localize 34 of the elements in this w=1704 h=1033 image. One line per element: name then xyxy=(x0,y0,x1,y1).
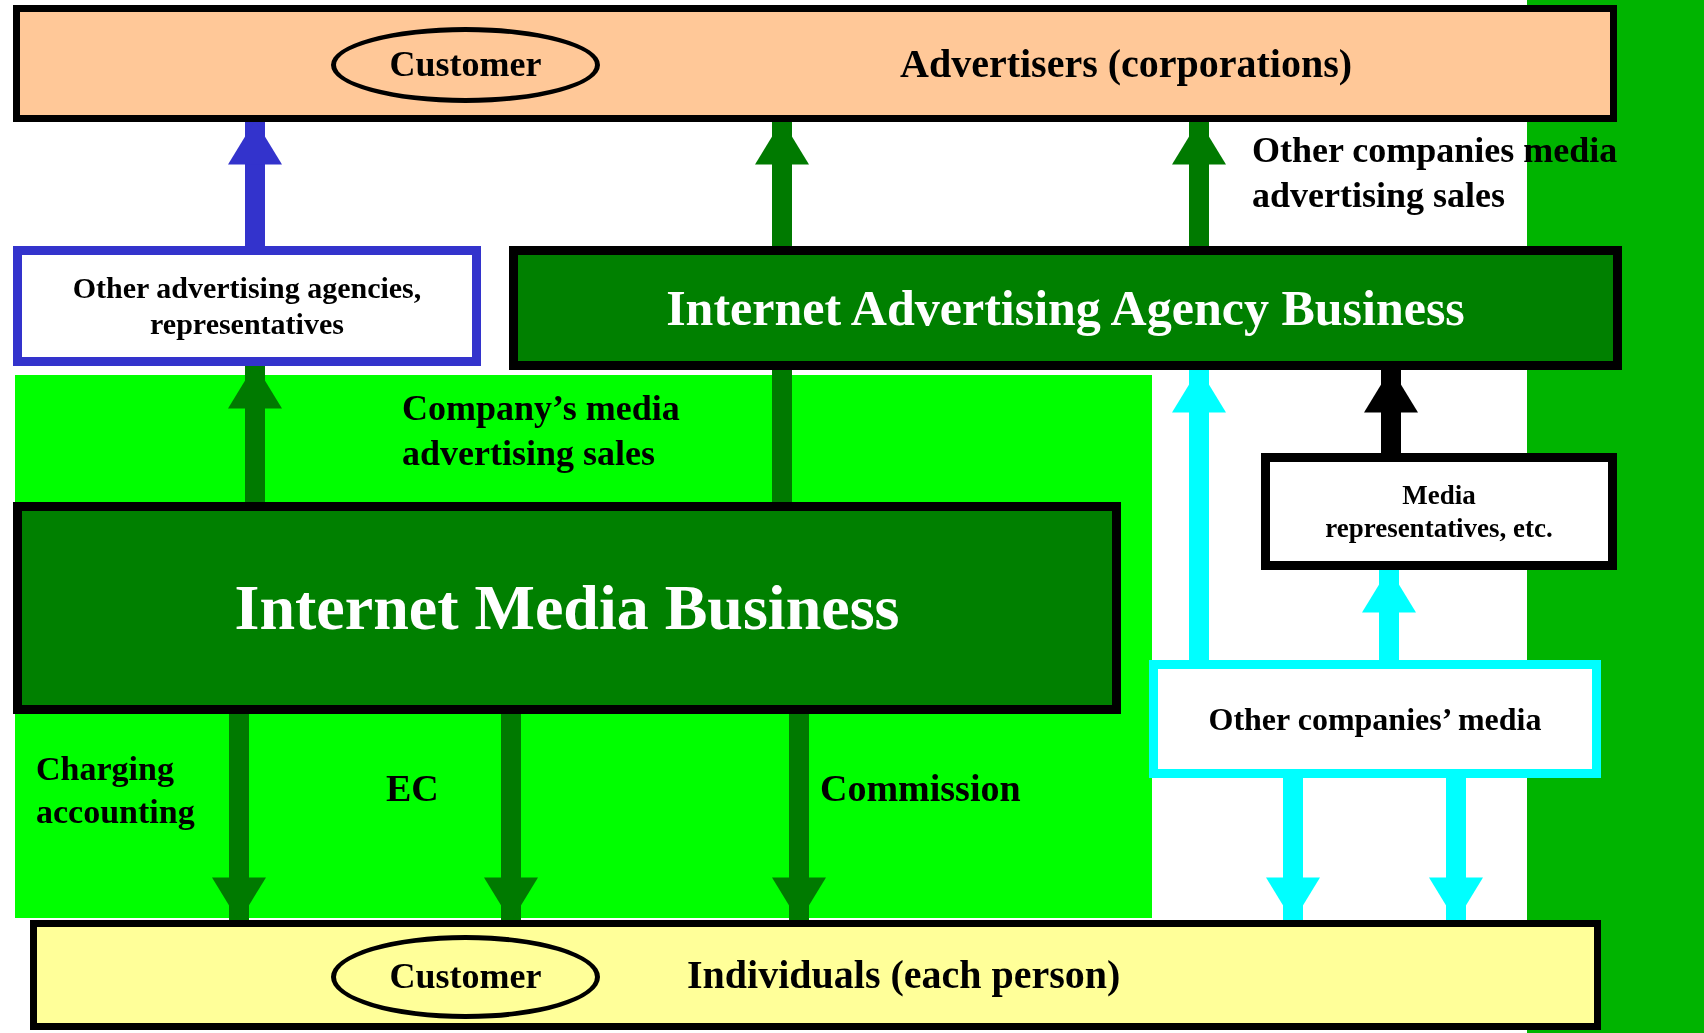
arrow xyxy=(1266,778,1320,922)
customer-ellipse xyxy=(331,935,600,1019)
node-text: Customer xyxy=(389,955,542,999)
arrow xyxy=(228,120,282,246)
media-box xyxy=(1149,660,1601,778)
agency-box xyxy=(13,246,481,366)
arrow xyxy=(484,714,538,922)
arrow xyxy=(228,364,282,502)
business-box xyxy=(13,502,1121,714)
representative-box xyxy=(1261,453,1617,570)
arrow xyxy=(1364,368,1418,453)
customer-band xyxy=(30,920,1601,1030)
edge-label: Charging accounting xyxy=(36,749,196,832)
edge-label: Company’s media advertising sales xyxy=(402,387,681,475)
node-text: Other companies’ media xyxy=(1208,699,1542,739)
node-text: Customer xyxy=(389,43,542,87)
node-text: Internet Media Business xyxy=(234,570,900,645)
customer-band xyxy=(13,5,1617,122)
node-text: Other advertising agencies, representatives xyxy=(71,270,423,342)
customer-ellipse xyxy=(331,27,600,103)
arrow xyxy=(755,120,809,246)
business-box xyxy=(509,246,1622,370)
arrow xyxy=(772,714,826,922)
node-text: Internet Advertising Agency Business xyxy=(666,279,1465,338)
arrow xyxy=(1362,568,1416,660)
arrow xyxy=(1172,120,1226,246)
node-text: Advertisers (corporations) xyxy=(900,39,1353,88)
edge-label: EC xyxy=(386,766,440,811)
node-text: Individuals (each person) xyxy=(687,951,1121,999)
edge-label: Commission xyxy=(820,766,1022,811)
node-text: Media representatives, etc. xyxy=(1324,479,1554,544)
arrow xyxy=(212,714,266,922)
arrow xyxy=(1172,368,1226,660)
arrow xyxy=(1429,778,1483,922)
